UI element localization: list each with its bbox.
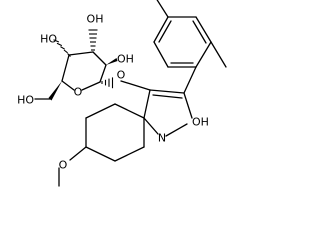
bond-c4-c3 [68, 51, 94, 56]
bond-ar-inner-2 [158, 20, 172, 43]
chemical-structure: HO OH OH HO O O N OH O [17, 0, 227, 187]
bond-ar2-ar3 [195, 16, 212, 43]
bond-cc-cd [114, 146, 145, 162]
sugar-ring [61, 51, 107, 91]
bond-ar5-ar1 [153, 41, 169, 68]
bond-methyl-meta [156, 0, 169, 18]
bond-glyco-o-c4 [120, 80, 151, 91]
sugar-hashed-bonds [53, 29, 114, 89]
bond-ar-inner-1 [192, 20, 207, 44]
bond-c3-c2 [183, 92, 193, 119]
bond-c3-aryl [183, 66, 197, 94]
bond-c1-ringo [81, 81, 101, 91]
lactam-ring [143, 89, 193, 137]
atom-label-glycosidic-o: O [117, 69, 126, 82]
bond-c2-c1 [99, 64, 107, 83]
atom-label-oh-c3: OH [87, 13, 104, 26]
atom-label-ho-ch2: HO [17, 94, 34, 107]
atom-label-ho-c4: HO [40, 33, 57, 46]
structure-canvas: HO OH OH HO O O N OH O [17, 0, 227, 187]
wedge-c5-ch2 [48, 81, 62, 101]
atom-label-n: N [158, 132, 166, 145]
cyclohexane-ring [85, 103, 145, 162]
aryl-ring [153, 0, 227, 94]
atom-label-oh-lactam: OH [192, 116, 209, 129]
atom-label-oh-c2: OH [117, 53, 134, 66]
bond-c3-c2 [92, 51, 107, 66]
bond-methyl-ortho [210, 41, 227, 68]
bond-c2-n [165, 123, 188, 137]
bond-c5-c4 [61, 54, 70, 82]
bond-ringo-c5 [61, 80, 75, 91]
bond-spiro-ca [114, 103, 145, 119]
atom-label-methoxy-o: O [59, 159, 68, 172]
bond-ar1-ar2 [195, 41, 212, 68]
atom-labels: HO OH OH HO O O N OH O [17, 13, 209, 172]
atom-label-ring-o: O [74, 86, 83, 99]
bond-c5-c4 [143, 89, 151, 119]
bond-ca-cb [85, 103, 116, 119]
bond-ar4-ar5 [153, 16, 169, 43]
bond-n-c5 [143, 117, 159, 135]
bond-cmethoxy-cc [85, 146, 116, 162]
bond-c4-c3-double-b [152, 94, 183, 99]
bond-c4-c3-double-a [149, 89, 185, 94]
wedge-c2-oh [106, 58, 118, 65]
bond-c-omethoxy [69, 146, 87, 161]
